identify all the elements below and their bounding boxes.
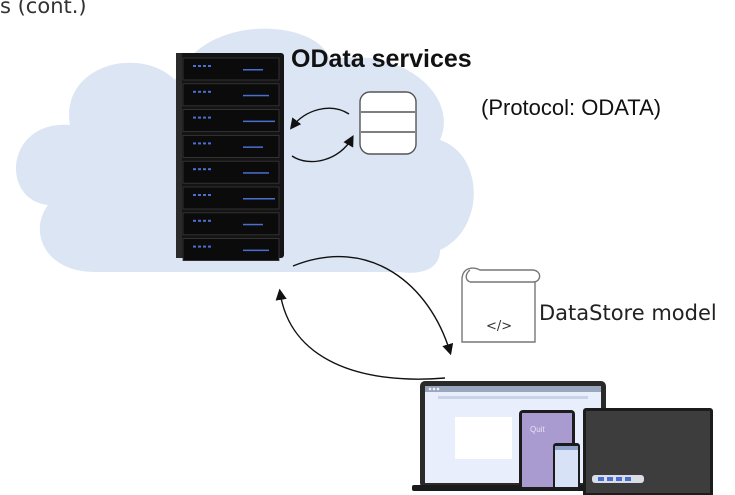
rack-unit (182, 186, 280, 210)
arrow-to-server (275, 288, 446, 380)
rack-led (198, 65, 201, 67)
rack-led (203, 245, 206, 248)
rack-led (198, 245, 201, 248)
rack-led (208, 194, 211, 196)
database-icon (359, 91, 417, 155)
rack-unit (182, 83, 280, 107)
rack-unit (182, 134, 280, 158)
rack-led (208, 65, 211, 67)
rack-led (208, 90, 211, 93)
rack-led (203, 90, 206, 93)
rack-indicator (243, 69, 263, 71)
rack-led (198, 168, 201, 171)
rack-indicator (243, 172, 269, 174)
rack-led (193, 219, 196, 222)
rack-led (193, 116, 196, 119)
rack-led (203, 65, 206, 67)
tablet-screen-text: Quit (530, 425, 545, 434)
rack-indicator (243, 249, 269, 252)
rack-led (198, 194, 201, 196)
rack-led (193, 142, 196, 145)
rack-unit (182, 160, 280, 184)
rack-unit (182, 57, 280, 81)
rack-led (208, 168, 211, 171)
rack-led (198, 116, 201, 119)
service-protocol: (Protocol: ODATA) (481, 95, 662, 120)
code-glyph: </> (486, 319, 512, 334)
sync-arrow-to-database (291, 135, 354, 163)
rack-led (208, 245, 211, 248)
rack-led (203, 142, 206, 145)
rack-led (208, 219, 211, 222)
rack-indicator (243, 223, 263, 226)
rack-led (203, 116, 206, 119)
arrow-to-devices (292, 255, 454, 356)
rack-indicator (243, 146, 263, 148)
server-rack-icon (176, 53, 284, 262)
rack-led (203, 194, 206, 196)
document-scroll-icon (461, 267, 541, 343)
rack-led (193, 65, 196, 67)
rack-led (193, 90, 196, 93)
rack-led (203, 219, 206, 222)
rack-led (198, 90, 201, 93)
rack-unit (182, 238, 280, 262)
rack-indicator (243, 94, 269, 97)
service-title: OData services (291, 45, 472, 73)
rack-led (193, 194, 196, 196)
rack-unit (182, 212, 280, 236)
rack-led (198, 219, 201, 222)
devices-icon (412, 381, 713, 495)
rack-led (208, 142, 211, 145)
rack-unit (182, 109, 280, 132)
sync-arrow-to-server (289, 107, 350, 130)
rack-indicator (243, 198, 275, 200)
rack-led (193, 168, 196, 171)
rack-led (198, 142, 201, 145)
rack-led (193, 245, 196, 248)
rack-led (208, 116, 211, 119)
rack-led (203, 168, 206, 171)
datastore-model-label: DataStore model (539, 301, 717, 325)
rack-units (182, 57, 280, 262)
slide-title: s (cont.) (0, 0, 87, 18)
rack-indicator (243, 120, 275, 123)
